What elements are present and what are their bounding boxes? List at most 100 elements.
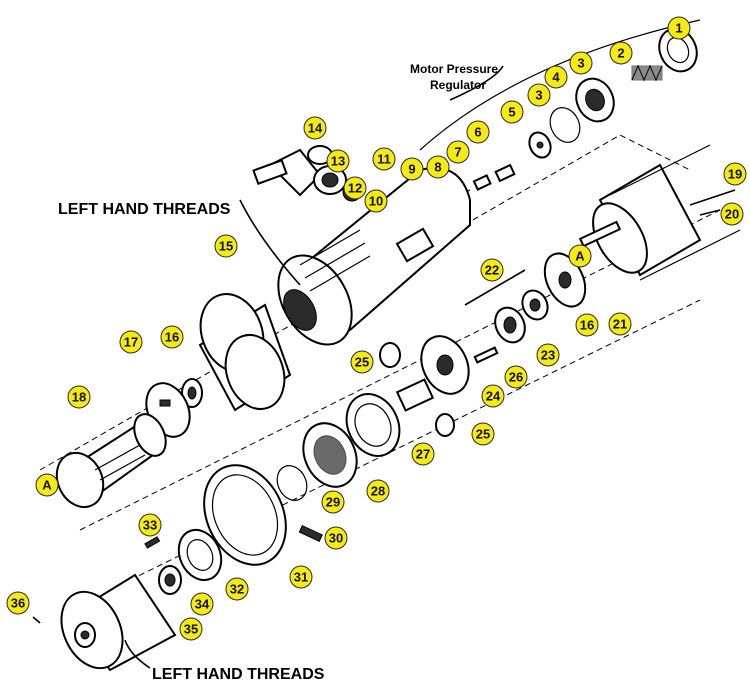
callout-30: 30: [324, 526, 348, 550]
callout-14: 14: [303, 116, 327, 140]
part-pin-26: [473, 346, 499, 364]
svg-text:5: 5: [508, 105, 515, 120]
left-hand-threads-bottom-label: LEFT HAND THREADS: [152, 666, 325, 683]
svg-text:18: 18: [72, 390, 86, 405]
svg-text:25: 25: [476, 427, 490, 442]
callout-9: 9: [400, 157, 424, 181]
svg-text:2: 2: [617, 46, 624, 61]
part-front-housing-35: [60, 573, 177, 672]
callout-16-right: 16: [575, 313, 599, 337]
svg-text:12: 12: [348, 181, 362, 196]
svg-text:14: 14: [308, 121, 323, 136]
svg-text:34: 34: [195, 597, 210, 612]
callout-24: 24: [481, 384, 505, 408]
callout-6: 6: [466, 120, 490, 144]
callout-32: 32: [225, 577, 249, 601]
svg-text:29: 29: [326, 495, 340, 510]
svg-text:1: 1: [675, 21, 682, 36]
callout-4: 4: [544, 65, 568, 89]
part-washer-5: [528, 131, 552, 159]
callout-23: 23: [536, 343, 560, 367]
part-cylinder-18: [55, 413, 167, 509]
svg-text:35: 35: [184, 622, 198, 637]
part-pin-36: [32, 616, 41, 624]
part-washer-34: [158, 565, 182, 595]
svg-text:10: 10: [369, 194, 383, 209]
callout-28: 28: [366, 479, 390, 503]
svg-text:6: 6: [474, 125, 481, 140]
svg-text:15: 15: [219, 239, 233, 254]
callout-19: 19: [723, 162, 747, 186]
svg-text:19: 19: [728, 167, 742, 182]
leader-lines: [124, 65, 736, 669]
callout-20: 20: [720, 202, 744, 226]
callout-5: 5: [500, 100, 524, 124]
callout-12: 12: [343, 176, 367, 200]
svg-text:3: 3: [535, 88, 542, 103]
part-housing-31: [203, 464, 287, 566]
svg-text:A: A: [42, 478, 52, 493]
svg-text:26: 26: [509, 370, 523, 385]
callout-35: 35: [179, 617, 203, 641]
svg-text:32: 32: [230, 582, 244, 597]
part-pin-33: [144, 536, 161, 549]
callout-34: 34: [190, 592, 214, 616]
svg-text:9: 9: [408, 162, 415, 177]
part-planet-gear-25-top: [379, 342, 401, 368]
svg-text:8: 8: [434, 160, 441, 175]
svg-text:16: 16: [165, 330, 179, 345]
svg-text:23: 23: [541, 348, 555, 363]
callout-3-upper: 3: [569, 51, 593, 75]
part-ring-gear-15: [198, 293, 292, 412]
svg-text:28: 28: [371, 484, 385, 499]
motor-pressure-regulator-line2: Regulator: [430, 78, 486, 92]
callout-10: 10: [364, 189, 388, 213]
callout-7: 7: [446, 140, 470, 164]
part-pin-22: [464, 269, 526, 306]
motor-pressure-regulator-line1: Motor Pressure: [410, 62, 498, 76]
callout-22: 22: [480, 258, 504, 282]
part-screw-30: [298, 524, 323, 542]
callout-36: 36: [6, 591, 30, 615]
callout-27: 27: [411, 442, 435, 466]
part-planet-carrier: [395, 335, 470, 412]
callout-a-right: A: [568, 244, 592, 268]
callout-31: 31: [289, 565, 313, 589]
svg-text:17: 17: [124, 335, 138, 350]
callout-18: 18: [67, 385, 91, 409]
left-hand-threads-top-label: LEFT HAND THREADS: [58, 201, 231, 218]
svg-text:11: 11: [377, 152, 391, 167]
callout-29: 29: [321, 490, 345, 514]
part-end-plate-21: [543, 252, 587, 308]
callout-15: 15: [214, 234, 238, 258]
svg-text:27: 27: [416, 447, 430, 462]
callout-33: 33: [138, 513, 162, 537]
svg-text:30: 30: [329, 531, 343, 546]
part-regulator-spring: [631, 64, 663, 82]
part-ring-32: [177, 528, 223, 582]
part-gear-28: [302, 422, 358, 488]
callout-2: 2: [609, 41, 633, 65]
callout-17: 17: [119, 330, 143, 354]
svg-text:7: 7: [454, 145, 461, 160]
callout-a-left: A: [35, 473, 59, 497]
svg-text:16: 16: [580, 318, 594, 333]
callout-8: 8: [426, 155, 450, 179]
callout-11: 11: [372, 147, 396, 171]
svg-text:25: 25: [355, 355, 369, 370]
part-oring-3: [549, 107, 581, 143]
callout-16-left: 16: [160, 325, 184, 349]
svg-text:13: 13: [331, 154, 345, 169]
svg-text:31: 31: [294, 570, 308, 585]
svg-text:33: 33: [143, 518, 157, 533]
part-bearing-16-right: [521, 289, 549, 321]
svg-text:3: 3: [577, 56, 584, 71]
part-planet-gear-25-bottom: [435, 413, 455, 437]
callout-13: 13: [326, 149, 350, 173]
svg-text:20: 20: [725, 207, 739, 222]
part-regulator-ring: [575, 77, 615, 123]
callout-21: 21: [608, 312, 632, 336]
callout-26: 26: [504, 365, 528, 389]
svg-text:22: 22: [485, 263, 499, 278]
